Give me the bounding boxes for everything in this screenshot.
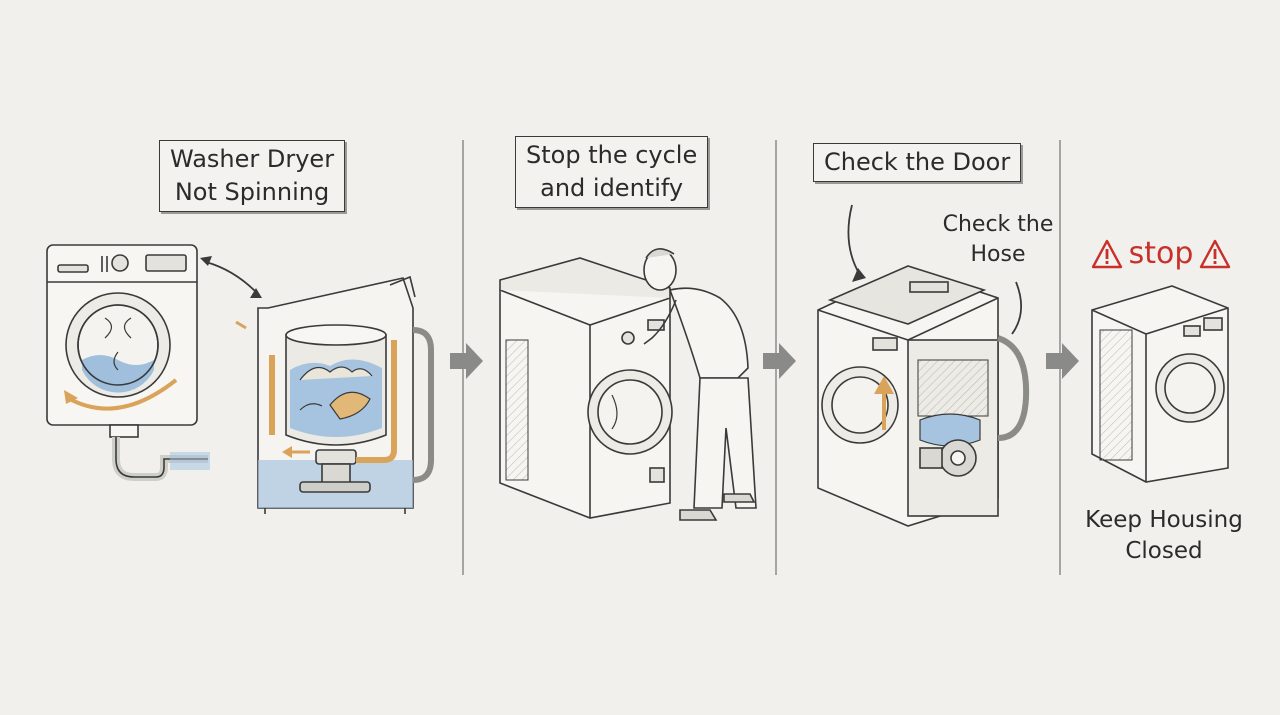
hose-loop: [996, 335, 1030, 441]
warning-label: stop: [1128, 236, 1194, 271]
step-arrow-icon-1: [450, 343, 483, 379]
washer-open-illustration: [817, 265, 999, 527]
flow-arrow-head: [282, 446, 292, 458]
warning-icon: [1091, 239, 1122, 269]
door-arrow-head: [874, 376, 894, 394]
person-illustration: [643, 248, 757, 521]
pointer-arrow-icon: [847, 204, 861, 276]
step-arrow-icon-3: [1046, 343, 1079, 379]
hose-note: Check the Hose: [942, 212, 1054, 267]
step-arrows: [450, 343, 1079, 379]
washer-front-illustration: [46, 244, 210, 481]
connection-arrow-icon: [205, 261, 257, 293]
warning-row: stop: [1086, 236, 1236, 272]
washer-closed-illustration: [1091, 285, 1229, 483]
step-4-caption: Keep Housing Closed: [1085, 507, 1243, 564]
step-arrow-icon-2: [763, 343, 796, 379]
rotation-arrow-head: [64, 390, 78, 404]
warning-icon-right: [1200, 239, 1231, 269]
connection-arrow-head-2: [250, 288, 262, 298]
hose-orange-pipe: [269, 340, 397, 463]
external-hose: [412, 327, 434, 483]
step-2-title: Stop the cycle and identify: [515, 136, 709, 208]
small-arrow-icon: [235, 320, 247, 330]
step-3-title: Check the Door: [813, 143, 1022, 182]
washer-side-illustration: [499, 257, 673, 519]
rotation-arrow-icon: [67, 378, 178, 411]
step-1-title: Washer Dryer Not Spinning: [159, 140, 346, 212]
connection-arrow-head-1: [200, 256, 212, 266]
hose-arrow-icon: [1011, 281, 1022, 335]
pointer-arrow-head: [852, 268, 866, 282]
